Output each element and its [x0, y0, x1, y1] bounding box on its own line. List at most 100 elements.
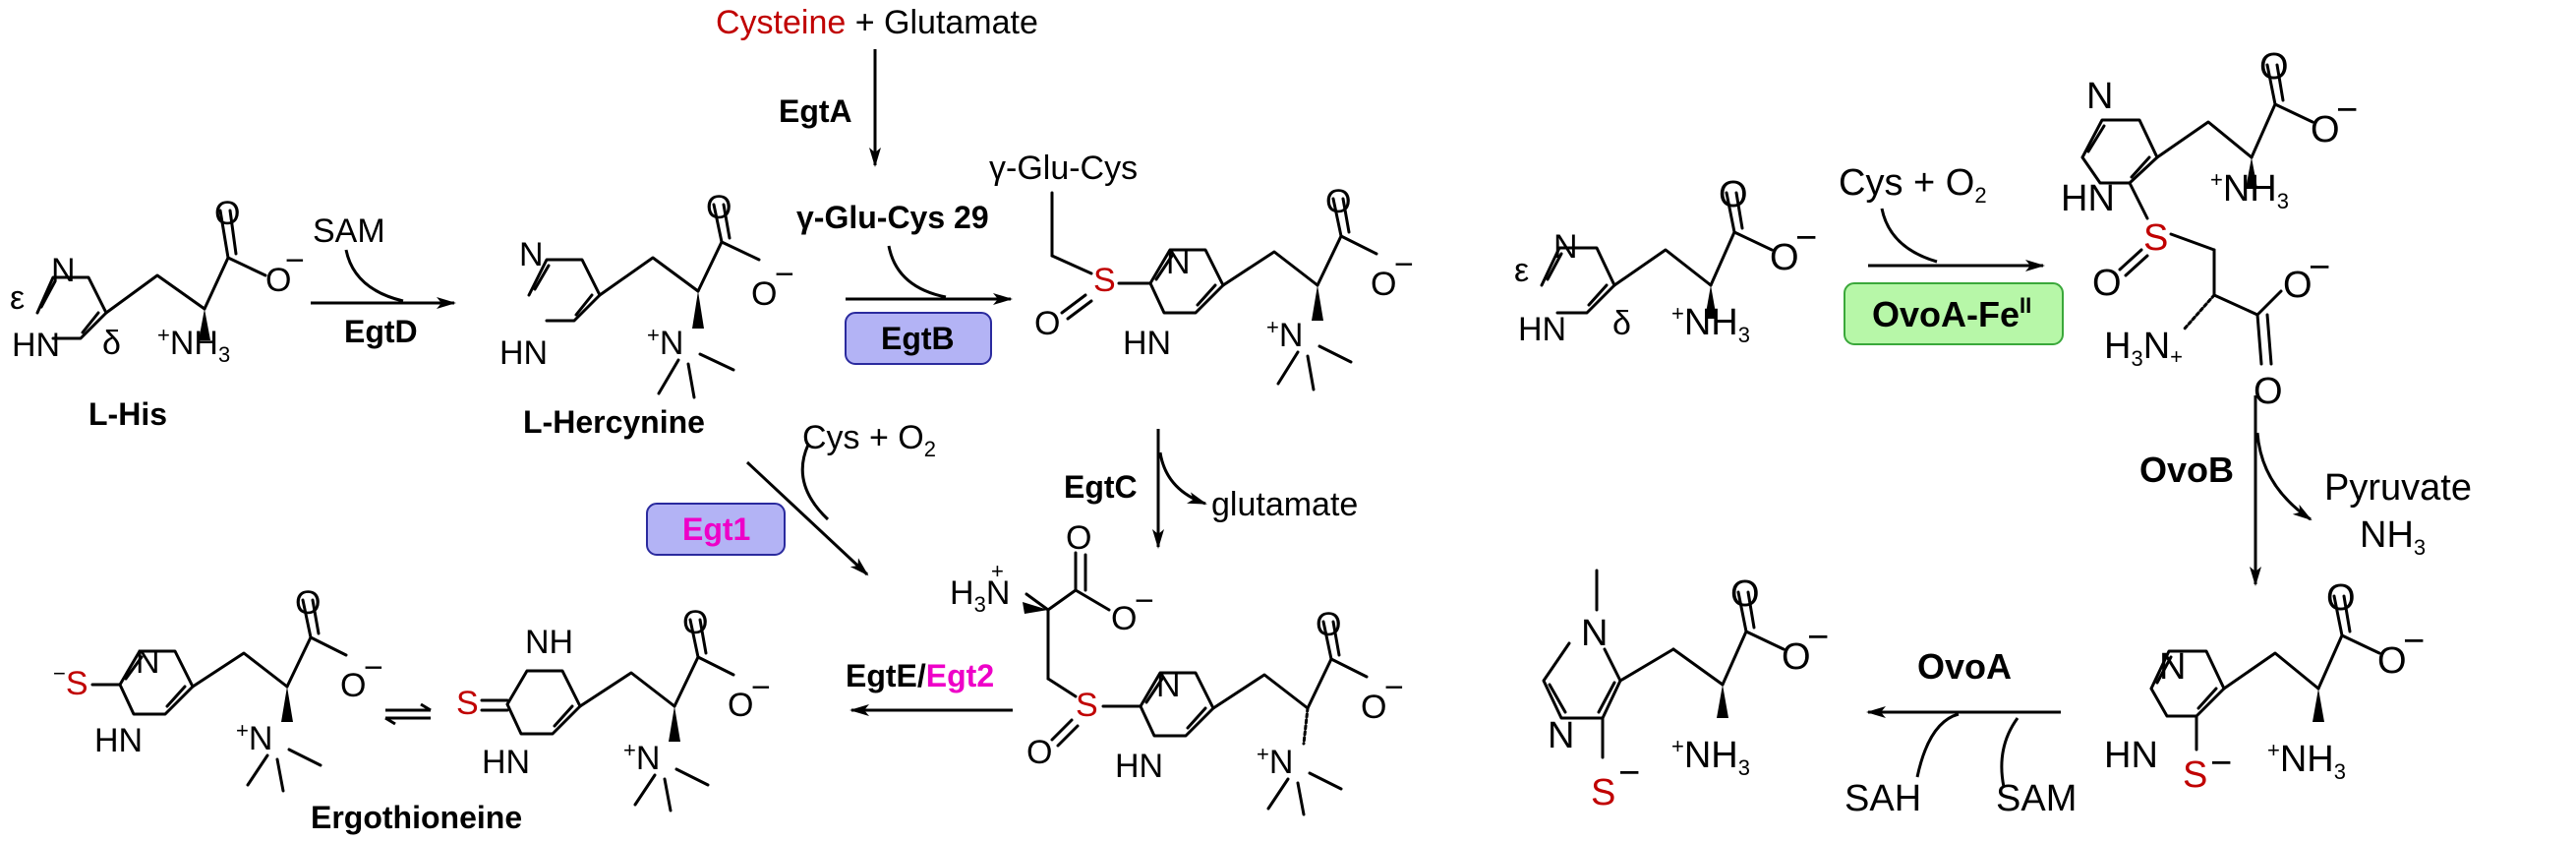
svg-text:O: O [2326, 577, 2356, 619]
svg-text:N: N [1166, 244, 1191, 281]
svg-text:HN: HN [1123, 325, 1171, 362]
glutamate-curve [1158, 451, 1207, 506]
svg-text:S: S [456, 685, 479, 722]
svg-text:O: O [1316, 606, 1341, 643]
structure-ergothioneine-thiolate: −S N HN O O − +N [53, 584, 383, 793]
svg-text:O: O [1730, 573, 1760, 615]
label-l-hercynine: L-Hercynine [523, 404, 705, 440]
svg-text:N: N [136, 643, 160, 681]
svg-text:S: S [1591, 772, 1615, 813]
ovoA-sah-curve [1915, 712, 1960, 778]
egt1-arrow [745, 460, 869, 576]
structure-sulfoxide-intermediate: γ-Glu-Cys S O N HN O O − +N [989, 150, 1414, 391]
svg-text:H3N: H3N [950, 574, 1010, 617]
svg-text:N: N [51, 252, 76, 289]
svg-text:N: N [1156, 667, 1181, 704]
svg-text:−: − [1384, 669, 1404, 706]
svg-text:S: S [1093, 262, 1116, 299]
structure-ergothioneine-thione: S NH HN O O − +N [456, 604, 771, 812]
svg-text:+N: +N [1257, 742, 1293, 781]
svg-text:+N: +N [623, 738, 660, 777]
sam-curve [344, 249, 404, 303]
enzyme-egtA: EgtA [779, 93, 852, 129]
enzyme-ovoA: OvoA [1917, 646, 2012, 687]
svg-text:O: O [1066, 519, 1091, 557]
svg-text:H3N+: H3N+ [2104, 326, 2183, 371]
svg-text:HN: HN [499, 334, 548, 372]
amine-nh3: +NH3 [157, 323, 230, 367]
label-l-his: L-His [88, 396, 167, 432]
reagent-sam-ovoA: SAM [1996, 778, 2077, 819]
svg-text:−: − [2336, 90, 2358, 131]
svg-text:+NH3: +NH3 [1671, 734, 1750, 780]
svg-text:−: − [2210, 743, 2232, 784]
svg-text:HN: HN [94, 722, 143, 759]
svg-text:O: O [1026, 734, 1052, 771]
svg-text:O: O [265, 262, 291, 299]
svg-text:γ-Glu-Cys: γ-Glu-Cys [989, 150, 1138, 187]
structure-thiohistidine: N HN S − O O − +NH3 [2104, 577, 2425, 796]
svg-text:HN: HN [1518, 311, 1566, 348]
svg-text:N: N [2086, 76, 2113, 117]
thiolate-s: −S [53, 661, 88, 702]
svg-text:O: O [1325, 183, 1351, 220]
ovoA-cys-curve [1880, 208, 1938, 264]
svg-text:+NH3: +NH3 [2267, 738, 2346, 784]
svg-text:N: N [1553, 228, 1578, 266]
svg-text:+N: +N [1266, 315, 1303, 354]
enzyme-egtD: EgtD [344, 314, 418, 349]
egtB-box [845, 312, 992, 365]
svg-text:N: N [1581, 613, 1608, 654]
svg-text:N: N [1548, 715, 1574, 756]
svg-text:O: O [2259, 46, 2289, 88]
structure-n-methyl-thiohistidine: N N S − O O − +NH3 [1542, 569, 1829, 813]
ovoA-sam-curve [2000, 717, 2020, 788]
enzyme-egtE-egt2: EgtE/Egt2 [846, 658, 994, 693]
ovoB-pyruvate-curve [2255, 432, 2313, 521]
svg-text:O: O [1770, 237, 1799, 278]
svg-text:+NH3: +NH3 [2210, 167, 2289, 213]
svg-text:O: O [2092, 263, 2122, 304]
svg-text:δ: δ [102, 325, 121, 362]
svg-text:−: − [2403, 621, 2425, 662]
svg-text:O: O [1371, 266, 1396, 303]
structure-l-his: N HN ε δ O O − +NH3 [10, 195, 305, 367]
svg-text:+: + [991, 559, 1004, 583]
reagent-cysteine-plus-glutamate: Cysteine + Glutamate [716, 4, 1038, 41]
svg-text:NH: NH [525, 624, 573, 661]
svg-text:+N: +N [236, 718, 272, 757]
svg-text:O: O [2377, 640, 2407, 682]
svg-text:S: S [1076, 687, 1098, 724]
svg-text:O: O [751, 275, 777, 313]
svg-text:HN: HN [2104, 735, 2158, 776]
svg-text:ε: ε [10, 279, 25, 317]
equilibrium-arrows [384, 702, 432, 726]
svg-text:O: O [214, 195, 240, 232]
structure-ovoA-sulfoxide: N HN O O − +NH3 S O H3N+ O − O [2061, 46, 2358, 412]
svg-text:O: O [1361, 689, 1386, 726]
svg-text:HN: HN [12, 327, 60, 364]
svg-text:O: O [1782, 636, 1811, 678]
svg-text:HN: HN [482, 744, 530, 781]
enzyme-egtC: EgtC [1064, 469, 1138, 505]
reagent-sah: SAH [1844, 778, 1921, 819]
structure-l-hercynine: N HN O O − +N [499, 189, 794, 399]
svg-text:−: − [1135, 582, 1154, 620]
egt1-box [646, 503, 786, 556]
svg-text:S: S [2183, 754, 2207, 796]
svg-text:−: − [2309, 247, 2330, 288]
svg-text:δ: δ [1612, 305, 1631, 342]
label-ergothioneine: Ergothioneine [311, 800, 522, 835]
reagent-cys-o2-egt1: Cys + O2 [802, 419, 936, 461]
svg-text:−: − [775, 256, 794, 293]
svg-text:HN: HN [2061, 178, 2115, 219]
structure-cysteine-sulfoxide: H3N + O O − S O N HN O O − +N [950, 519, 1404, 816]
svg-text:S: S [2143, 217, 2168, 259]
svg-text:−: − [364, 649, 383, 687]
svg-text:−: − [1807, 617, 1829, 658]
svg-text:−: − [285, 242, 305, 279]
glu-cys-curve [887, 245, 947, 299]
svg-text:O: O [1034, 305, 1060, 342]
reagent-gamma-glu-cys-29: γ-Glu-Cys 29 [796, 200, 989, 235]
